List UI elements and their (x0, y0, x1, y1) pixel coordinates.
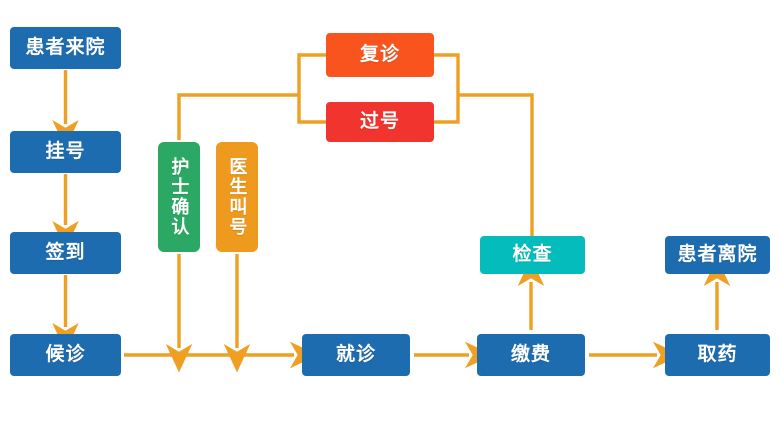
node-register[interactable]: 挂号 (10, 131, 121, 173)
edge-bracket-to-nurse (297, 53, 326, 124)
node-doctor-call[interactable]: 医生叫号 (216, 142, 258, 252)
edge-bracket-from-exam (434, 53, 460, 124)
node-pharmacy[interactable]: 取药 (665, 334, 770, 376)
node-nurse-confirm[interactable]: 护士确认 (158, 142, 200, 252)
node-arrive[interactable]: 患者来院 (10, 27, 121, 69)
node-examination[interactable]: 检查 (480, 236, 585, 274)
node-payment[interactable]: 缴费 (477, 334, 585, 376)
node-waiting[interactable]: 候诊 (10, 334, 121, 376)
node-checkin[interactable]: 签到 (10, 232, 121, 274)
edge-bracket-to-nurse-lead (177, 93, 299, 140)
node-missed[interactable]: 过号 (326, 102, 434, 142)
node-revisit[interactable]: 复诊 (326, 33, 434, 77)
edge-bracket-from-exam-lead (458, 93, 534, 236)
node-consult[interactable]: 就诊 (302, 334, 410, 376)
node-leave[interactable]: 患者离院 (665, 236, 770, 274)
